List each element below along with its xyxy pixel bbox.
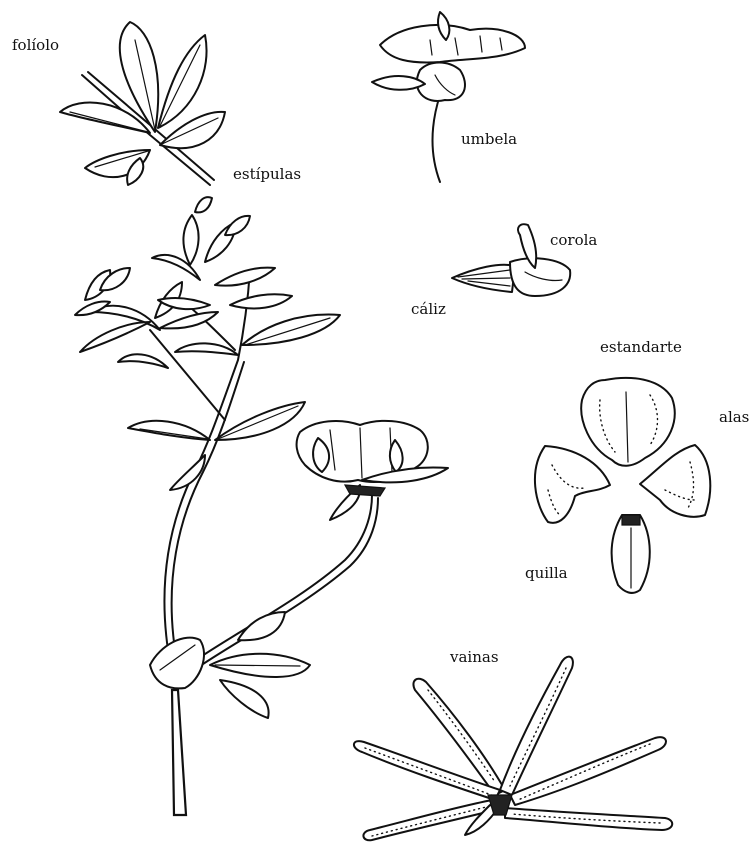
flower-parts-drawing — [535, 378, 710, 593]
vainas-drawing — [354, 657, 672, 841]
main-plant-drawing — [75, 197, 448, 815]
label-corola: corola — [550, 233, 597, 248]
label-umbela: umbela — [461, 132, 517, 147]
umbela-drawing — [372, 12, 525, 182]
label-vainas: vainas — [450, 650, 499, 665]
label-foliolo: folíolo — [12, 38, 59, 53]
label-alas: alas — [719, 410, 749, 425]
label-estipulas: estípulas — [233, 167, 301, 182]
label-quilla: quilla — [525, 566, 568, 581]
leaf-sprig-drawing — [60, 22, 225, 185]
label-caliz: cáliz — [411, 302, 446, 317]
label-estandarte: estandarte — [600, 340, 682, 355]
